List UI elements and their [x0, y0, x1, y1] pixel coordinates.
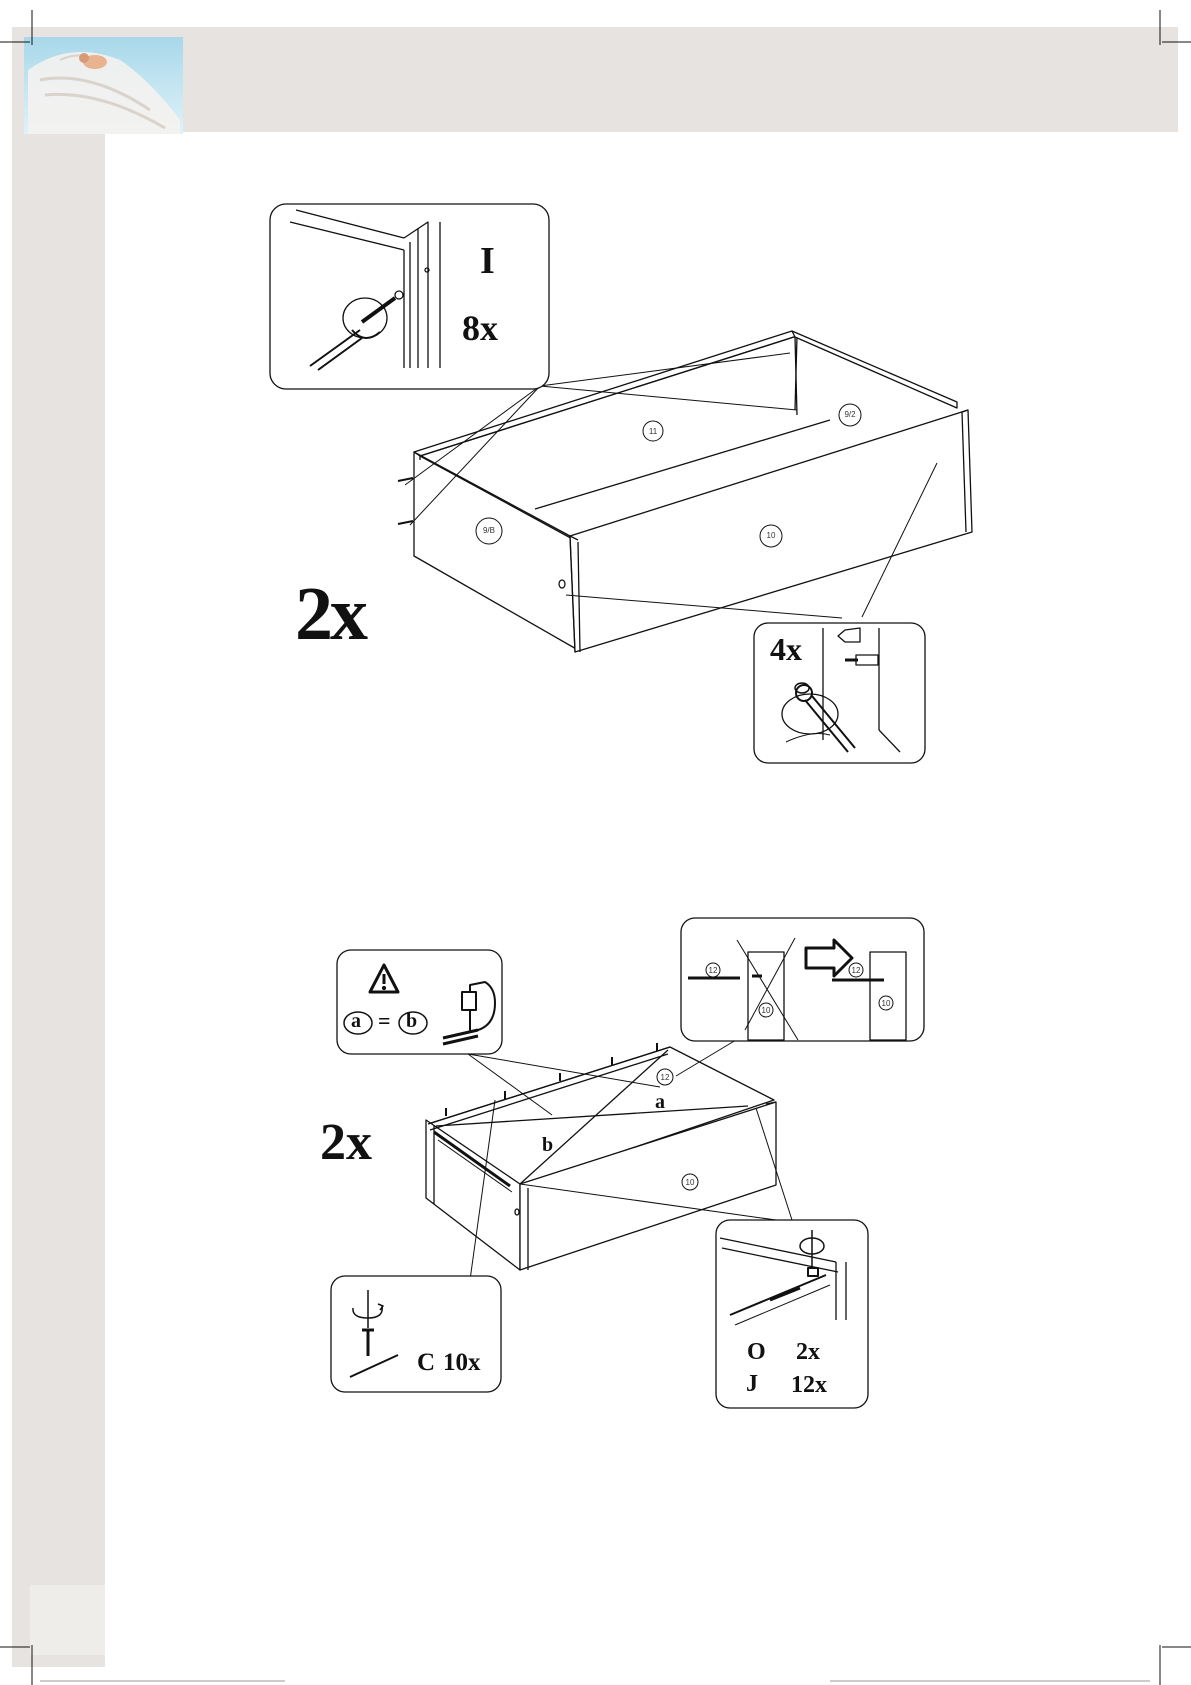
measure-b-label: b [406, 1011, 417, 1031]
groove-label-12-wrong: 12 [698, 967, 728, 975]
rail-qty-o: 2x [796, 1340, 820, 1364]
groove-label-10-wrong: 10 [751, 1007, 781, 1015]
label-panel-12: 12 [650, 1074, 680, 1082]
rail-part-o: O [747, 1340, 766, 1364]
rail-part-j: J [746, 1372, 758, 1396]
measure-a-label: a [351, 1011, 361, 1031]
groove-label-12-right: 12 [841, 967, 871, 975]
step2-multiplier: 2x [320, 1117, 372, 1169]
callout-measure-diagonals [337, 950, 502, 1054]
rail-qty-j: 12x [791, 1373, 827, 1397]
diagonal-a-label: a [655, 1092, 665, 1112]
label-panel-10-step2: 10 [675, 1179, 705, 1187]
nail-part-letter: C [417, 1350, 435, 1375]
nail-quantity: 10x [443, 1350, 481, 1375]
callout-groove-orientation [681, 918, 924, 1041]
measure-equals: = [378, 1010, 391, 1032]
groove-label-10-right: 10 [871, 1000, 901, 1008]
diagonal-b-label: b [542, 1135, 553, 1155]
